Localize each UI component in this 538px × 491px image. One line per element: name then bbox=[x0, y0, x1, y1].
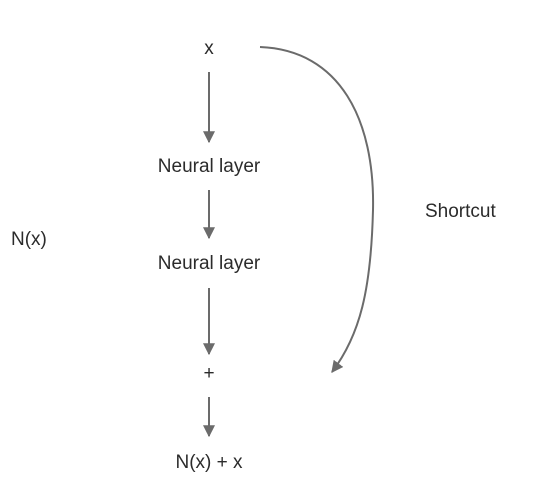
output-node-label: N(x) + x bbox=[175, 452, 243, 473]
input-node-label: x bbox=[204, 38, 214, 59]
shortcut-curve-arrow bbox=[259, 46, 375, 373]
neural-layer-2-label: Neural layer bbox=[157, 253, 261, 274]
neural-layer-1-label: Neural layer bbox=[157, 156, 261, 177]
sum-node-label: + bbox=[203, 363, 215, 384]
block-function-label: N(x) bbox=[11, 229, 47, 250]
shortcut-label: Shortcut bbox=[425, 201, 496, 222]
